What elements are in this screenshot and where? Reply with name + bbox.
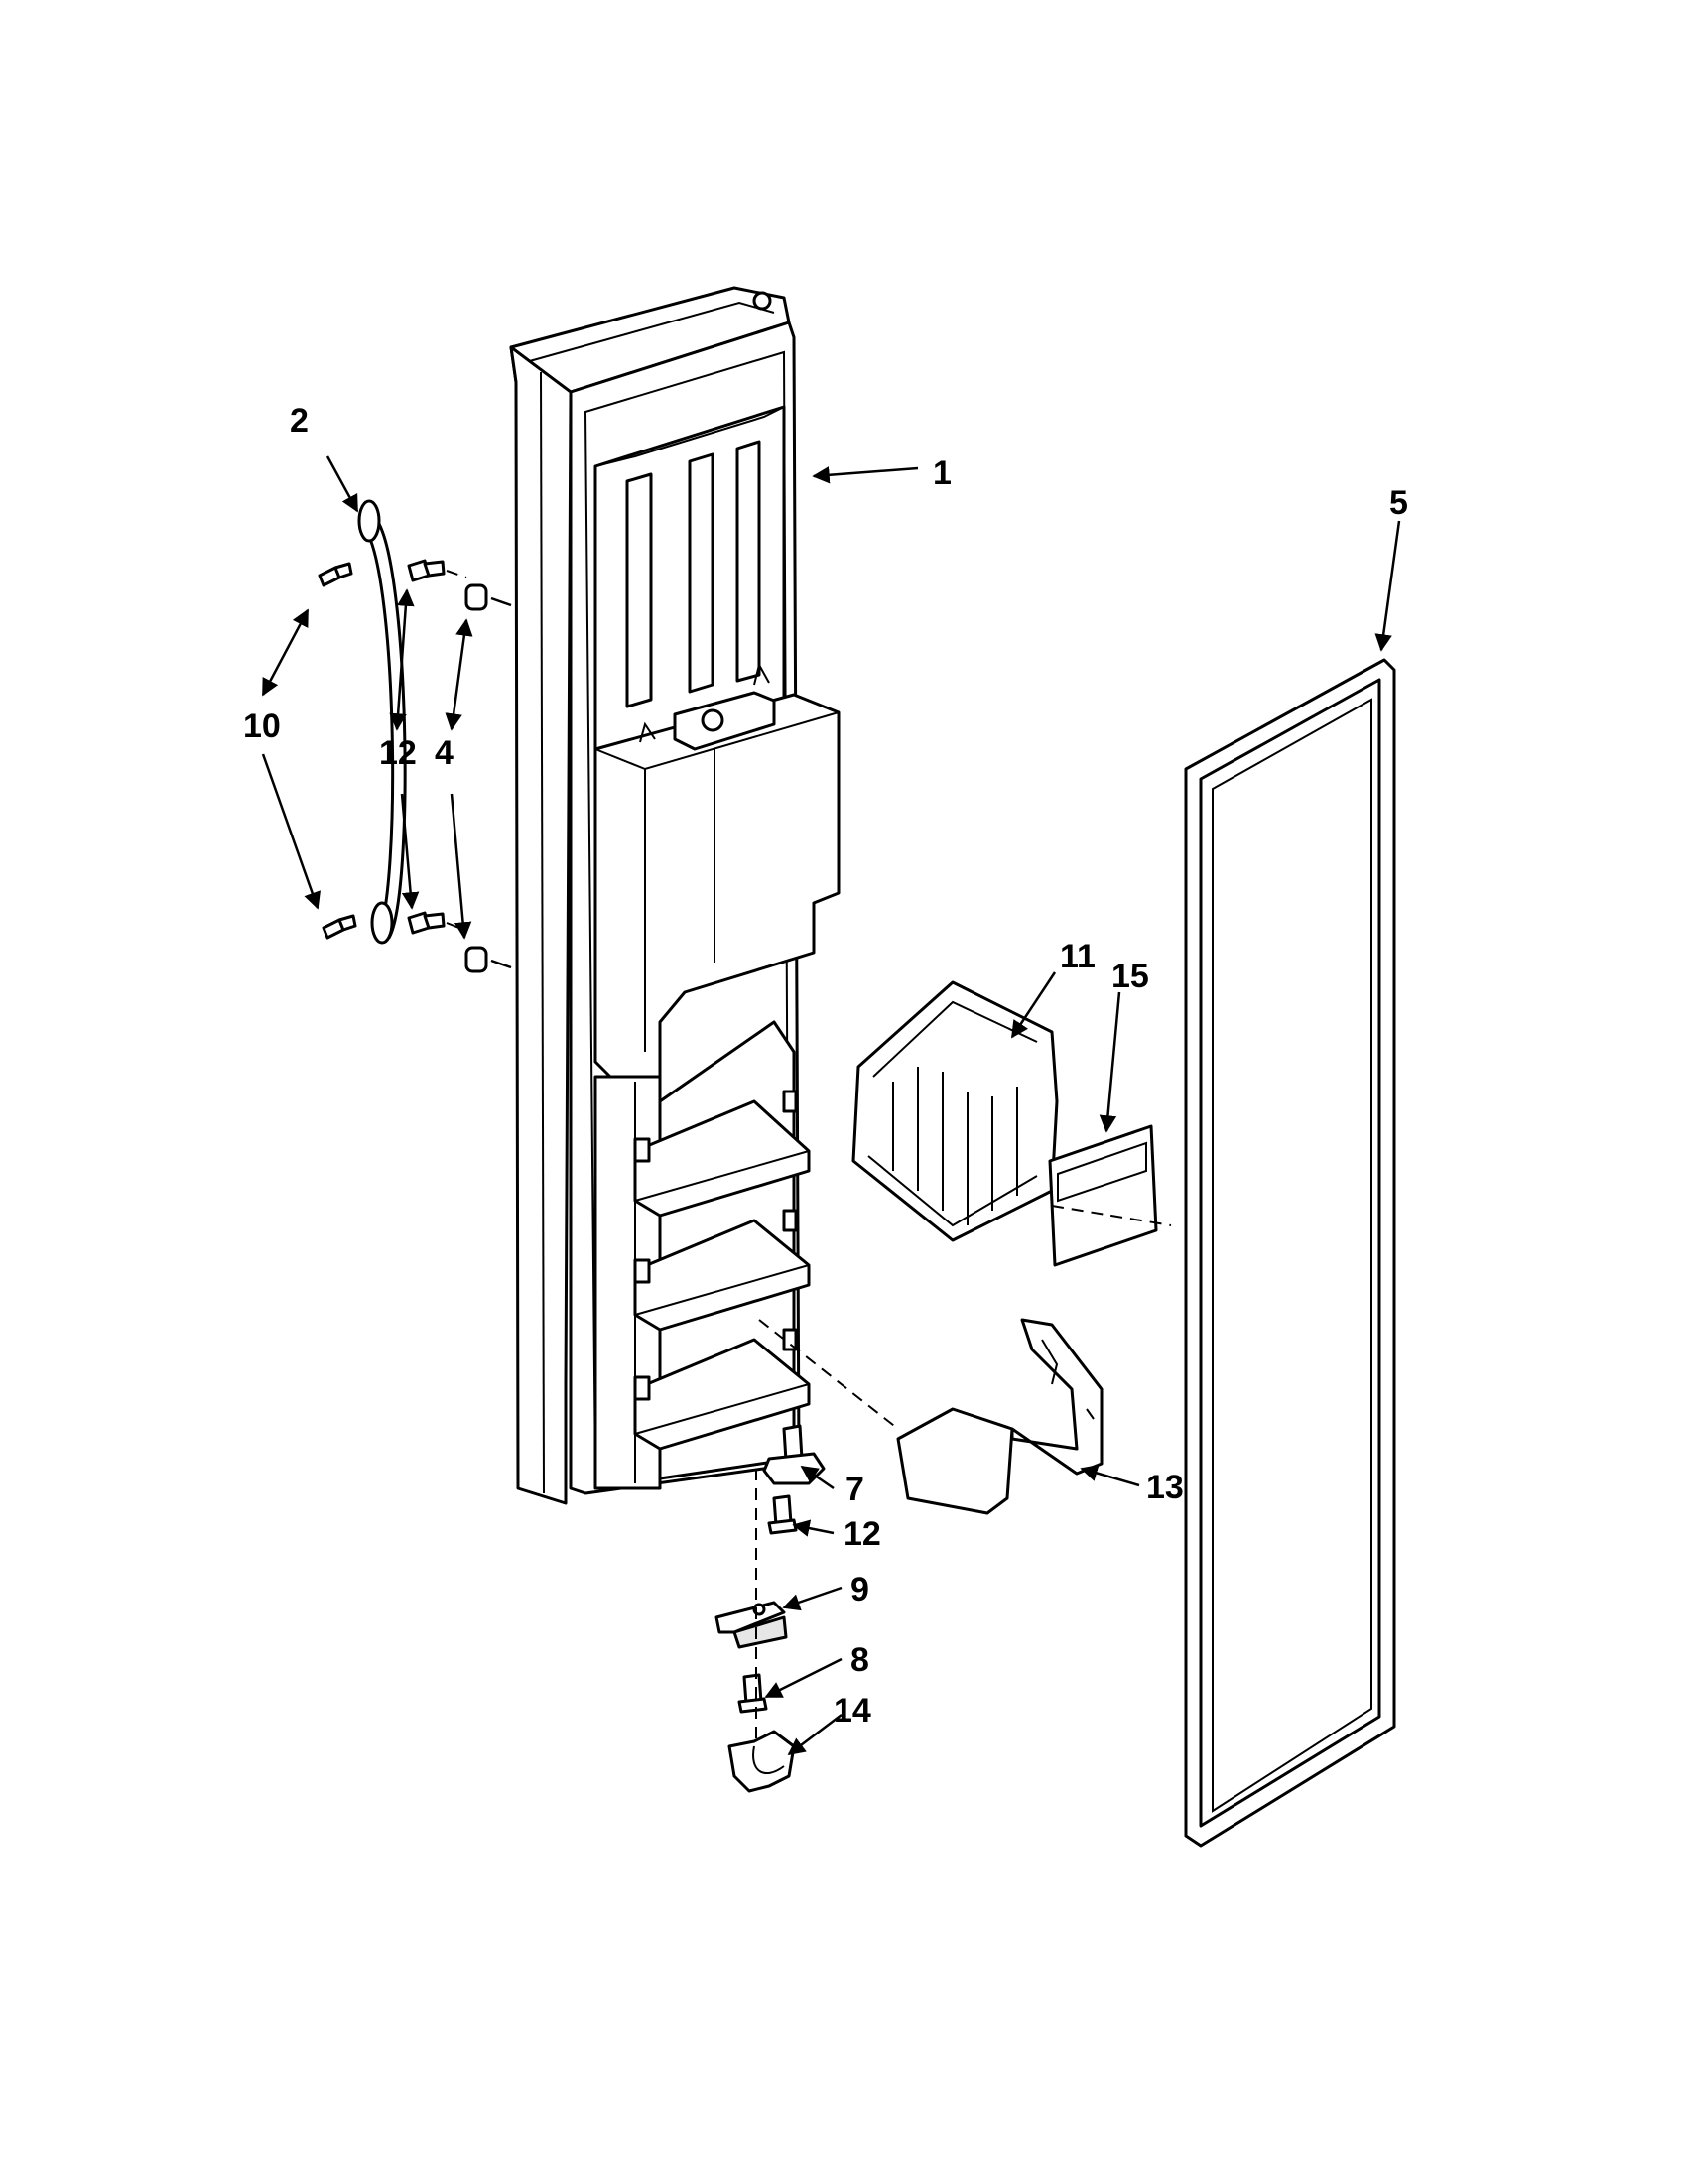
wire-basket xyxy=(851,980,1059,1242)
mounting-screw-bottom xyxy=(407,911,467,935)
lower-hinge xyxy=(714,1601,788,1649)
callout-11: 11 xyxy=(1060,938,1096,975)
callout-9: 9 xyxy=(850,1571,869,1608)
callout-15: 15 xyxy=(1111,958,1149,995)
callout-12-lower: 12 xyxy=(844,1515,881,1553)
mounting-screw-top xyxy=(407,559,467,582)
callout-12-upper: 12 xyxy=(379,734,417,772)
door-gasket xyxy=(1184,658,1396,1848)
door-assembly xyxy=(509,286,841,1505)
leader-lines xyxy=(261,455,1401,1756)
callout-8: 8 xyxy=(850,1641,869,1679)
callout-10: 10 xyxy=(243,707,281,745)
hinge-screw-lower xyxy=(737,1673,768,1714)
callout-7: 7 xyxy=(845,1471,864,1508)
spacer-bottom xyxy=(464,946,512,973)
bracket-alignment-line xyxy=(758,1319,899,1430)
lower-bin-bracket xyxy=(896,1318,1104,1515)
callout-1: 1 xyxy=(933,454,952,492)
spacer-top xyxy=(464,583,512,611)
handle-screw-bottom xyxy=(322,914,357,940)
basket-alignment-line xyxy=(1051,1205,1172,1226)
handle-screw-top xyxy=(318,562,353,587)
hinge-cover xyxy=(727,1730,796,1793)
callout-14: 14 xyxy=(834,1692,871,1730)
callout-2: 2 xyxy=(290,402,309,440)
hinge-screw-upper xyxy=(767,1494,798,1535)
callout-13: 13 xyxy=(1146,1469,1184,1506)
callout-5: 5 xyxy=(1389,484,1408,522)
callout-4: 4 xyxy=(435,734,454,772)
basket-front-trim xyxy=(1048,1124,1158,1267)
